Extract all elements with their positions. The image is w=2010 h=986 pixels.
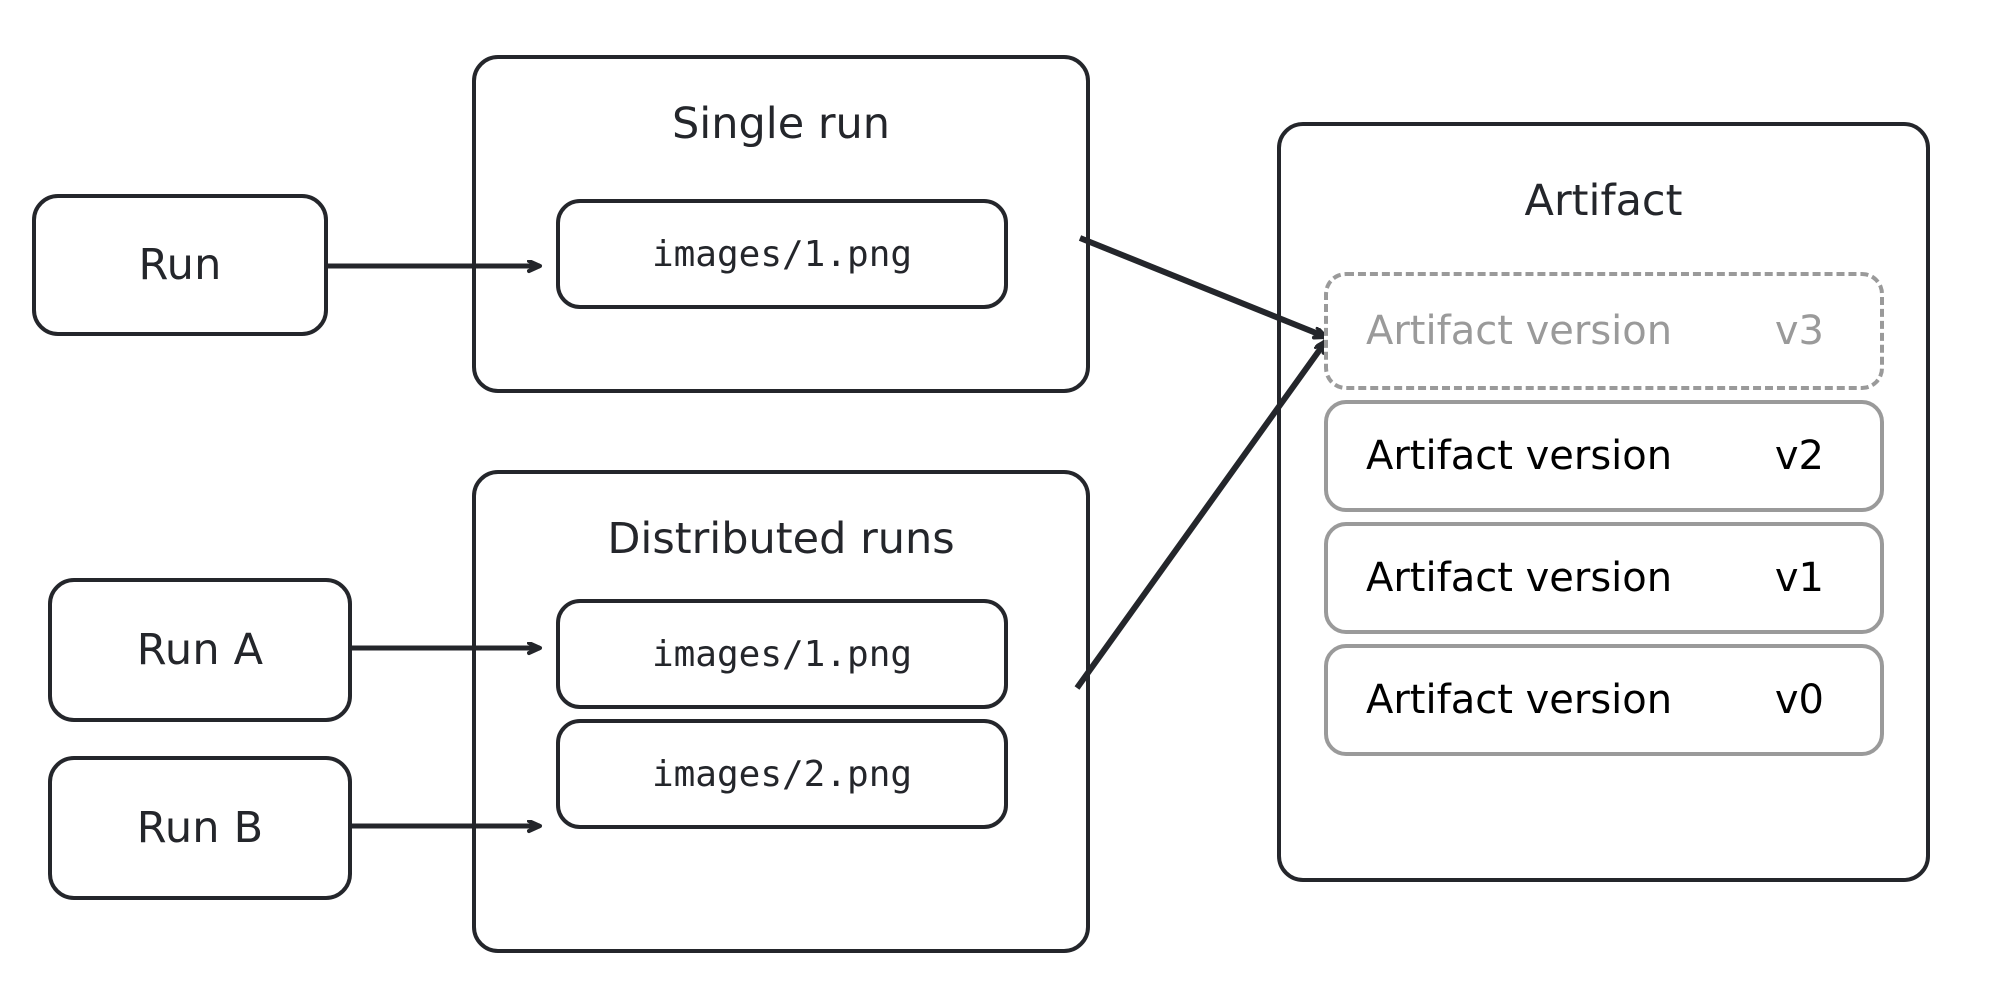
single-run-group: Single run images/1.png xyxy=(472,55,1090,393)
distributed-file-1-label: images/1.png xyxy=(651,633,913,675)
artifact-version-v0[interactable]: Artifact version v0 xyxy=(1324,644,1884,756)
run-node[interactable]: Run xyxy=(32,194,328,336)
distributed-file-2-label: images/2.png xyxy=(651,753,913,795)
artifact-version-v2-tag: v2 xyxy=(1774,433,1824,479)
artifact-version-v1-tag: v1 xyxy=(1774,555,1824,601)
artifact-version-v3-label: Artifact version xyxy=(1366,308,1673,354)
distributed-file-2[interactable]: images/2.png xyxy=(556,719,1008,829)
artifact-version-v2[interactable]: Artifact version v2 xyxy=(1324,400,1884,512)
artifact-version-v2-label: Artifact version xyxy=(1366,433,1673,479)
run-b-node-label: Run B xyxy=(136,803,264,853)
single-run-group-title: Single run xyxy=(671,99,891,149)
artifact-version-v1-label: Artifact version xyxy=(1366,555,1673,601)
artifact-version-v0-tag: v0 xyxy=(1774,677,1824,723)
single-run-file-1[interactable]: images/1.png xyxy=(556,199,1008,309)
single-run-file-1-label: images/1.png xyxy=(651,233,913,275)
distributed-runs-group: Distributed runs images/1.png images/2.p… xyxy=(472,470,1090,953)
artifact-group: Artifact Artifact version v3 Artifact ve… xyxy=(1277,122,1930,882)
run-a-node[interactable]: Run A xyxy=(48,578,352,722)
distributed-runs-group-title: Distributed runs xyxy=(607,514,955,564)
distributed-file-1[interactable]: images/1.png xyxy=(556,599,1008,709)
artifact-version-v1[interactable]: Artifact version v1 xyxy=(1324,522,1884,634)
run-b-node[interactable]: Run B xyxy=(48,756,352,900)
artifact-version-v3[interactable]: Artifact version v3 xyxy=(1324,272,1884,390)
run-a-node-label: Run A xyxy=(136,625,264,675)
run-node-label: Run xyxy=(138,240,222,290)
artifact-version-v3-tag: v3 xyxy=(1774,308,1824,354)
artifact-group-title: Artifact xyxy=(1524,176,1683,226)
artifact-version-v0-label: Artifact version xyxy=(1366,677,1673,723)
